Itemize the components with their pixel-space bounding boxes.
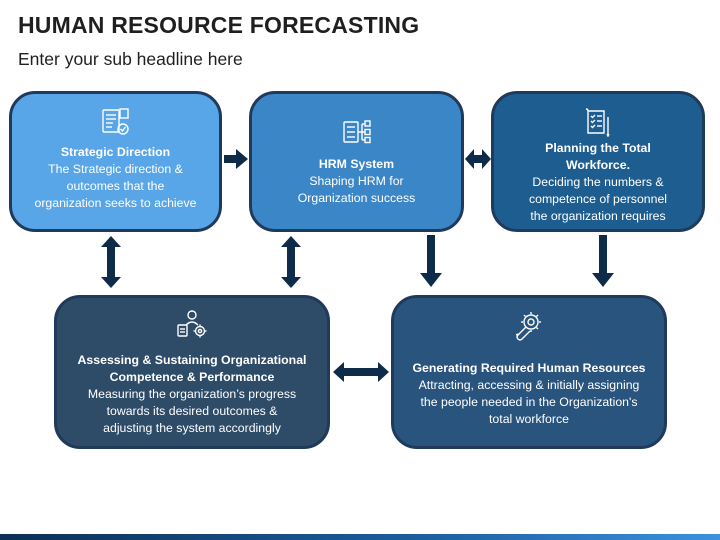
page-subtitle: Enter your sub headline here [18,49,243,69]
arrow-down-icon [592,235,614,287]
document-checklist-icon [100,106,132,138]
arrow-right-icon [224,149,248,169]
box-title: Workforce. [565,158,630,172]
box-desc-line: Measuring the organization’s progress [87,387,297,401]
box-desc-line: total workforce [489,412,569,426]
box-desc-line: outcomes that the [66,179,165,193]
double-arrow-vertical-icon [281,236,301,288]
strategic-direction-box: Strategic Direction The Strategic direct… [9,91,222,232]
box-title: Assessing & Sustaining Organizational [77,353,307,367]
box-title: Planning the Total [545,141,651,155]
generating-resources-box: Generating Required Human Resources Attr… [391,295,667,449]
box-desc-line: the organization requires [530,209,666,223]
box-desc-line: Shaping HRM for [309,174,404,188]
box-desc-line: Organization success [297,191,416,205]
box-desc-line: organization seeks to achieve [34,196,197,210]
box-title: Competence & Performance [109,370,275,384]
box-title: Generating Required Human Resources [412,361,646,375]
box-desc-line: Attracting, accessing & initially assign… [418,378,640,392]
box-desc-line: The Strategic direction & [48,162,183,176]
double-arrow-horizontal-icon [465,149,491,169]
wrench-gear-icon [513,310,545,342]
footer-accent-bar [0,534,720,540]
person-gears-icon [175,308,209,340]
box-desc-line: adjusting the system accordingly [103,421,281,435]
box-title: HRM System [318,157,395,171]
hierarchy-list-icon [341,116,373,148]
box-title: Strategic Direction [60,145,171,159]
box-desc-line: towards its desired outcomes & [106,404,278,418]
hrm-system-box: HRM System Shaping HRM for Organization … [249,91,464,232]
box-desc-line: competence of personnel [528,192,668,206]
arrow-down-icon [420,235,442,287]
planning-workforce-box: Planning the Total Workforce. Deciding t… [491,91,705,232]
double-arrow-horizontal-icon [333,362,389,382]
double-arrow-vertical-icon [101,236,121,288]
page-title: HUMAN RESOURCE FORECASTING [18,12,420,38]
assessing-sustaining-box: Assessing & Sustaining Organizational Co… [54,295,330,449]
box-desc-line: Deciding the numbers & [532,175,664,189]
box-desc-line: the people needed in the Organization's [420,395,638,409]
clipboard-checklist-icon [582,106,614,138]
